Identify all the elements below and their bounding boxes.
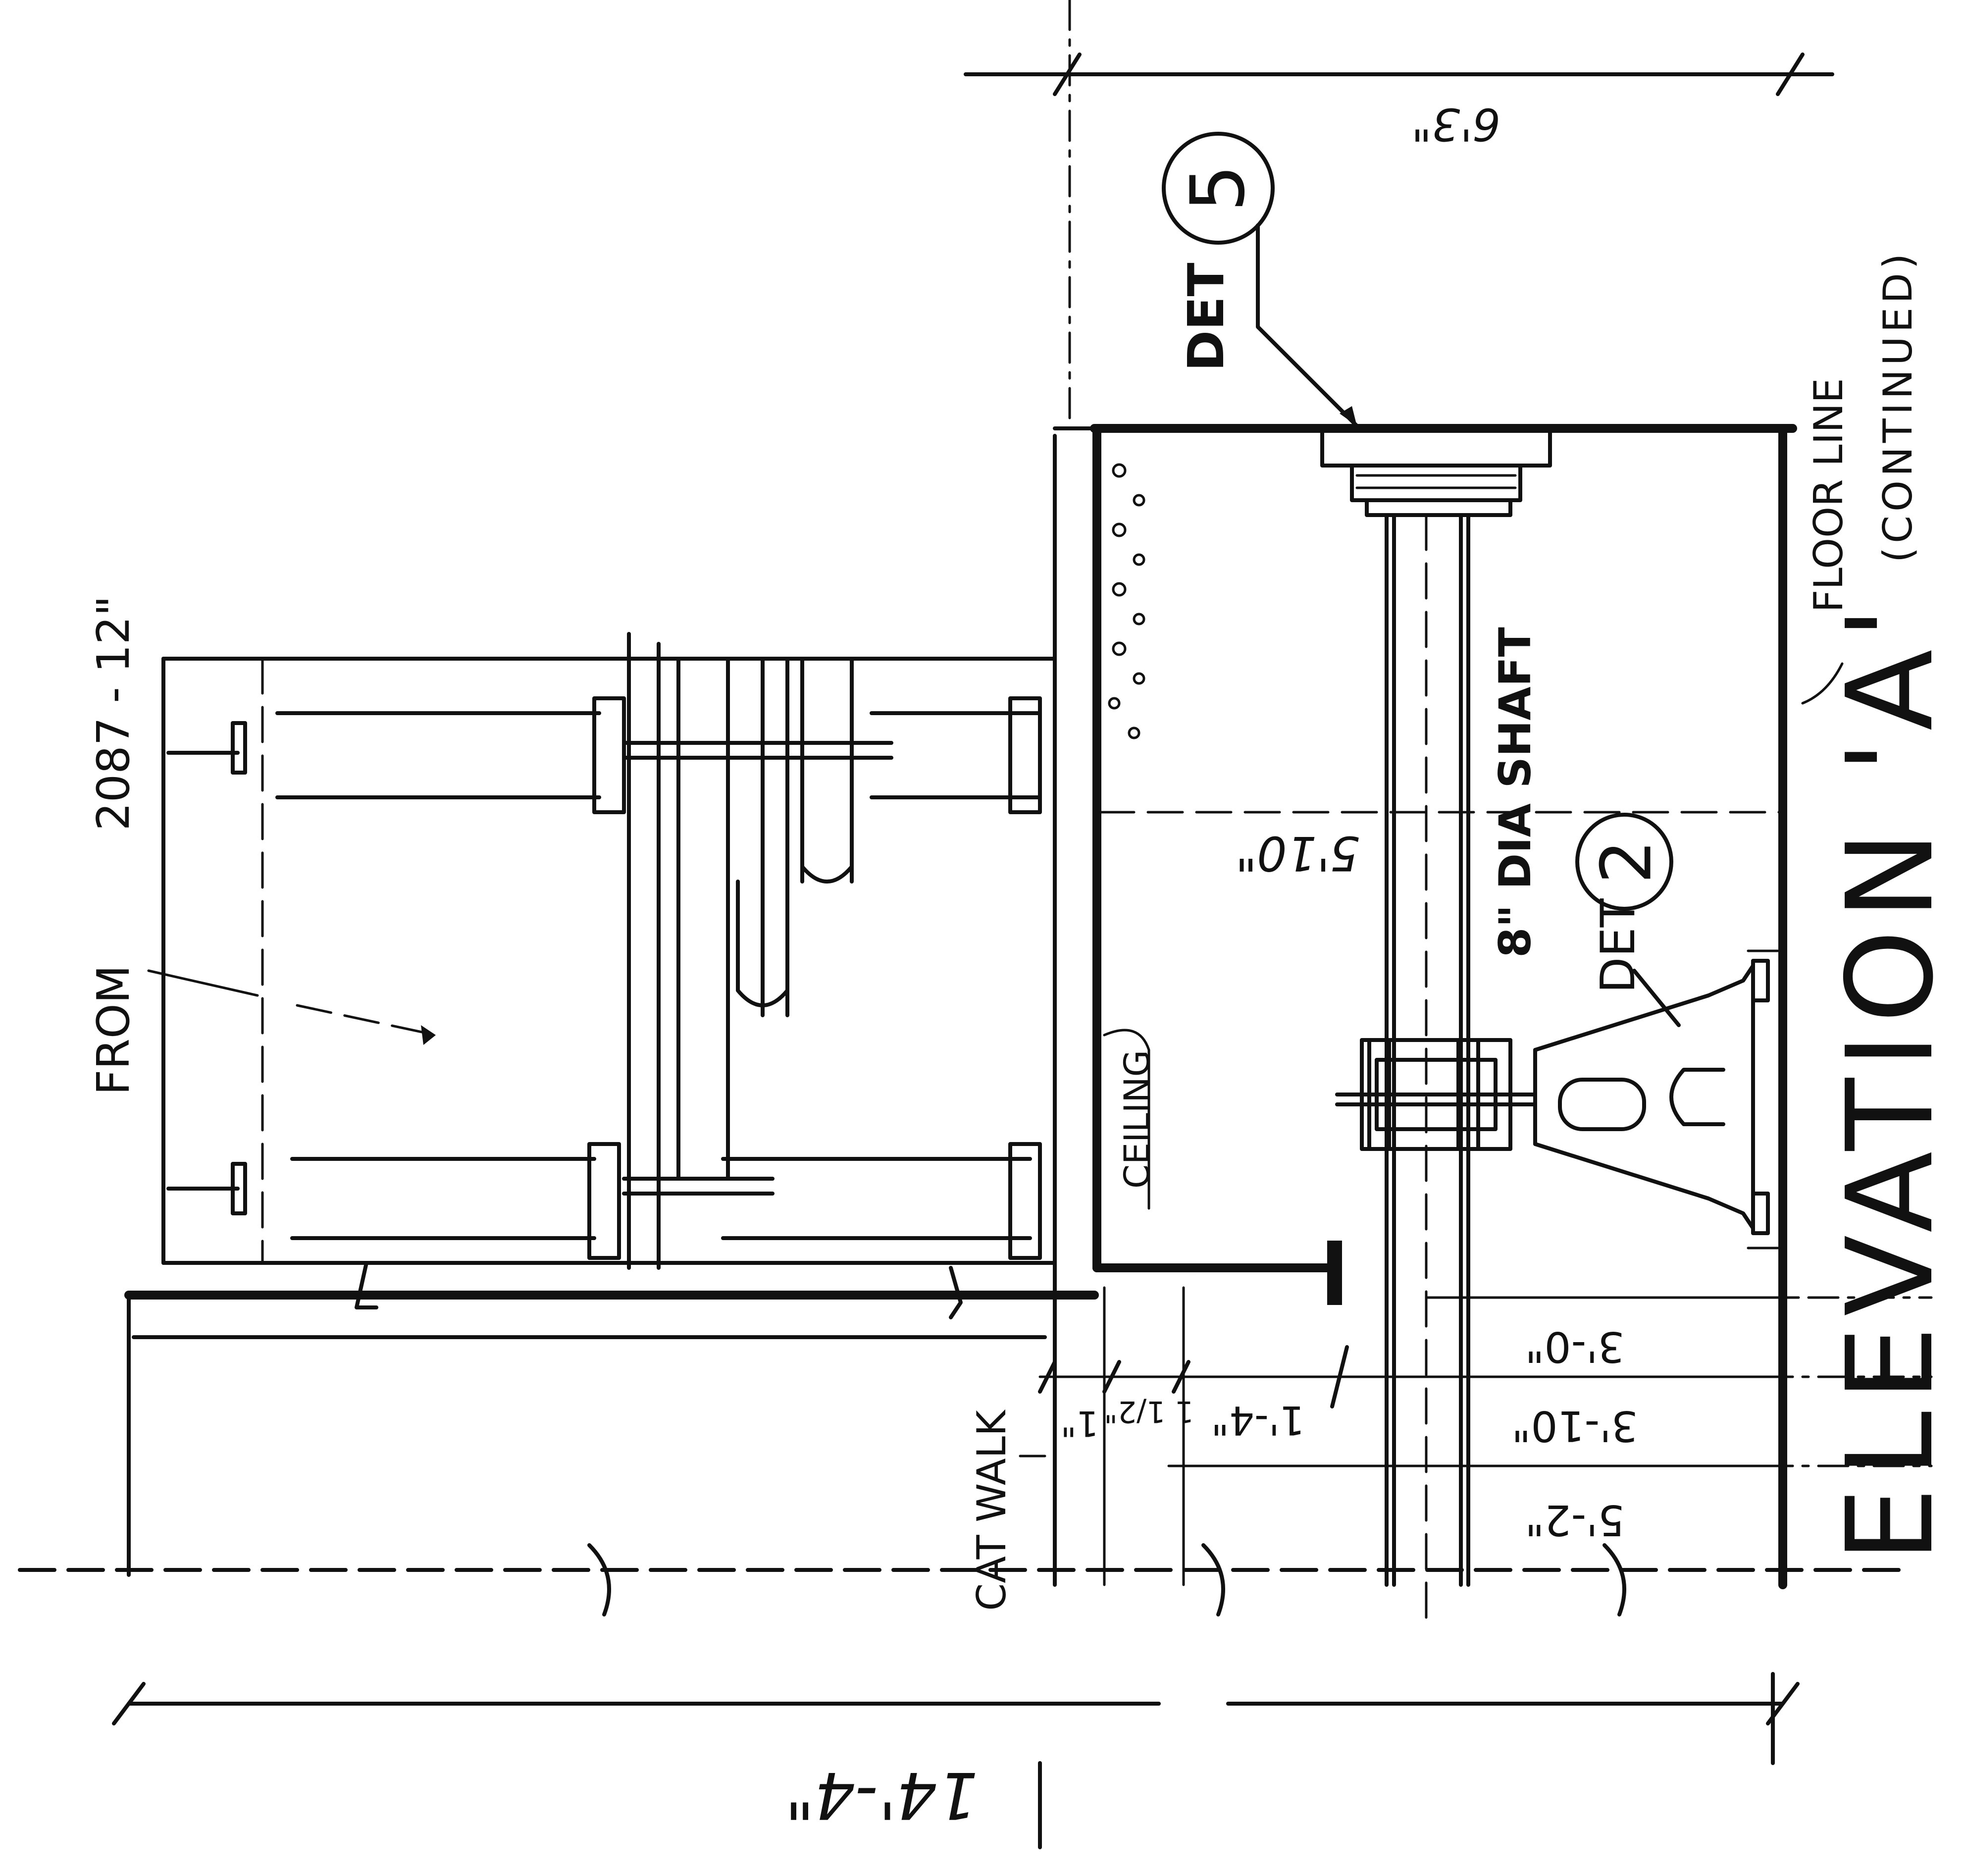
shaft-label: 8" DIA SHAFT xyxy=(1490,627,1541,958)
right-dimensions: 3'-0" 3'-10" 5'-2" xyxy=(1167,1296,1933,1544)
overall-dimension: 14'-4" xyxy=(112,1672,1800,1849)
vertical-shaft xyxy=(1385,513,1470,1631)
top-dimension: 6'3" xyxy=(964,0,1834,427)
floor-line-label: FLOOR LINE xyxy=(1806,378,1852,612)
dimension-1: 1" xyxy=(1061,1403,1099,1444)
detail-2-number: 2 xyxy=(1587,839,1667,884)
drawing-title: ELEVATION 'A' xyxy=(1821,597,1960,1563)
detail-5-prefix: DET xyxy=(1177,262,1235,371)
reference-number: 2087 - 12" xyxy=(88,596,140,831)
drawing-subtitle: (CONTINUED) xyxy=(1875,250,1921,563)
detail-5-callout: 5 DET xyxy=(1162,132,1359,428)
support-bracket xyxy=(1533,949,1779,1250)
from-callout: FROM xyxy=(88,965,437,1095)
dimension-1-4: 1'-4" xyxy=(1211,1397,1304,1443)
detail-2-prefix: DET xyxy=(1591,898,1646,993)
lower-coupling xyxy=(1335,1038,1537,1151)
room-outline xyxy=(1053,424,1797,1589)
top-bearing-assembly xyxy=(1320,429,1552,517)
floor-line-callout: FLOOR LINE xyxy=(1801,378,1852,705)
dimension-5-2: 5'-2" xyxy=(1525,1495,1624,1544)
detail-5-number: 5 xyxy=(1175,164,1261,211)
catwalk-label: CAT WALK xyxy=(969,1409,1015,1611)
dimension-3-10: 3'-10" xyxy=(1511,1401,1638,1450)
dimension-top-label: 6'3" xyxy=(1411,98,1501,150)
room-width-dimension: 5'10" xyxy=(1098,811,1784,880)
catwalk-dimensions: 1'-4" 1" 1 1/2" xyxy=(1038,1286,1358,1586)
left-machine-assembly xyxy=(124,632,1099,1577)
overall-dimension-label: 14'-4" xyxy=(785,1758,979,1833)
ceiling-label: CEILING xyxy=(1117,1050,1157,1189)
dimension-3-0: 3'-0" xyxy=(1525,1322,1624,1371)
ceiling-callout: CEILING xyxy=(1103,1029,1157,1210)
from-label: FROM xyxy=(88,965,140,1095)
break-line xyxy=(18,1543,1913,1616)
room-width-label: 5'10" xyxy=(1235,826,1359,880)
insulation-hatch xyxy=(1108,463,1145,739)
detail-2-callout: 2 DET xyxy=(1575,813,1681,1027)
catwalk-callout: CAT WALK xyxy=(969,1409,1046,1611)
dimension-1-half: 1 1/2" xyxy=(1104,1394,1193,1429)
